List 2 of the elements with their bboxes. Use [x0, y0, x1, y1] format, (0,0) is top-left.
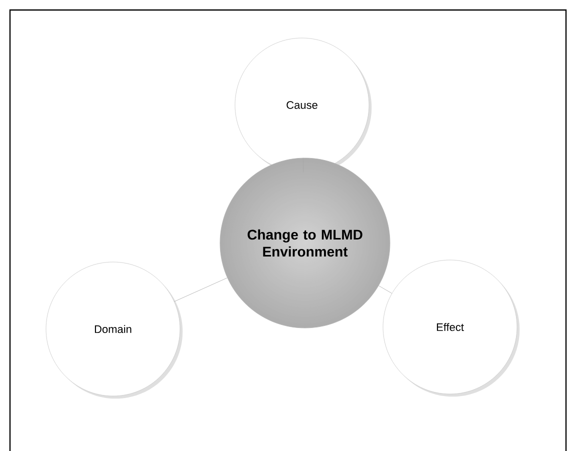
connector-line [378, 286, 392, 294]
connector-line [174, 278, 228, 302]
